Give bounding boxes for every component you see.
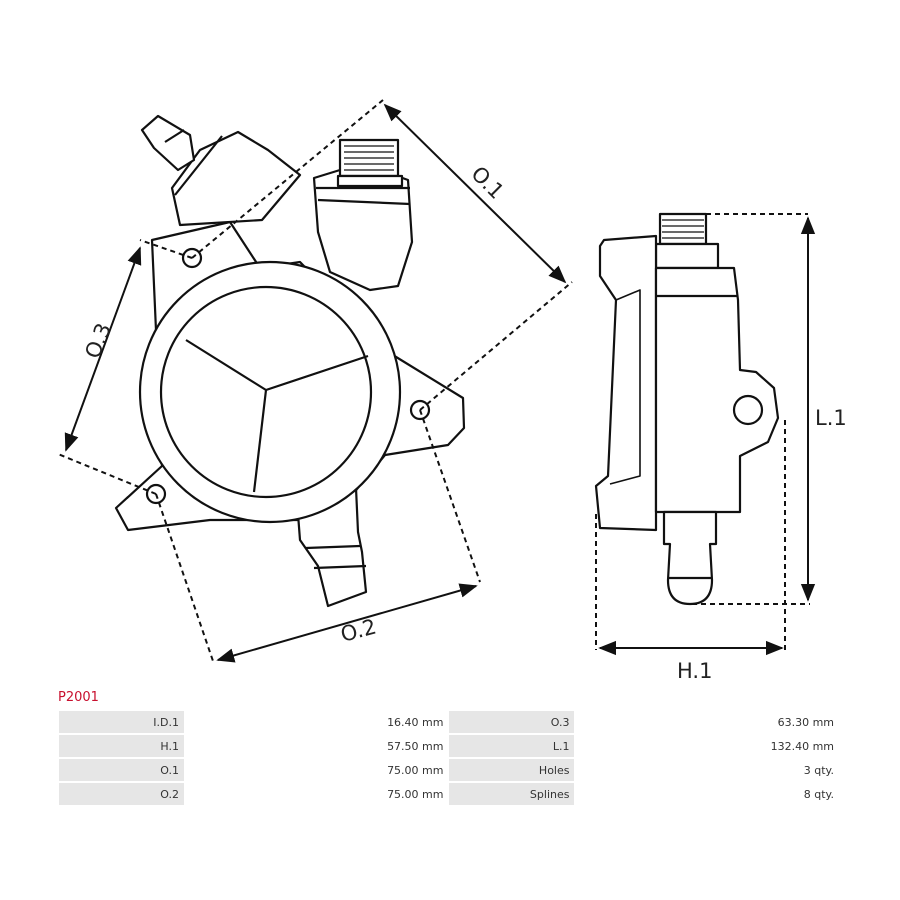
spec-label: H.1 xyxy=(58,733,185,759)
spec-value: 8 qty. xyxy=(574,781,840,807)
spec-value: 132.40 mm xyxy=(574,733,840,759)
upper-left-outlet xyxy=(170,130,302,227)
label-o2: O.2 xyxy=(338,614,379,646)
spec-value: 3 qty. xyxy=(574,757,840,783)
spec-value: 75.00 mm xyxy=(183,781,450,807)
front-dimensions xyxy=(57,99,573,665)
part-code: P2001 xyxy=(58,690,99,705)
spec-value: 63.30 mm xyxy=(574,710,840,735)
label-l1: L.1 xyxy=(815,406,847,430)
label-o1: O.1 xyxy=(466,162,508,204)
side-thread xyxy=(654,212,720,270)
spec-label: Splines xyxy=(448,781,576,807)
side-dimensions xyxy=(595,213,816,656)
spec-value: 16.40 mm xyxy=(183,710,450,735)
side-flange xyxy=(594,234,658,532)
side-lower-spigot xyxy=(662,510,718,606)
thread-top xyxy=(336,138,404,188)
vane-lines xyxy=(185,339,369,493)
spec-label: Holes xyxy=(448,757,576,783)
o3-dimension-line xyxy=(64,246,142,452)
spec-label: L.1 xyxy=(448,733,576,759)
spec-label: I.D.1 xyxy=(58,710,185,735)
spec-label: O.1 xyxy=(58,757,185,783)
o1-dimension-line xyxy=(383,103,567,284)
upper-left-nipple xyxy=(140,114,196,172)
side-view xyxy=(594,212,780,606)
spec-label: O.2 xyxy=(58,781,185,807)
spec-label: O.3 xyxy=(448,710,576,735)
side-mount-hole xyxy=(732,394,764,426)
technical-drawing: O.1 O.3 O.2 L.1 H.1 xyxy=(57,99,847,680)
side-body xyxy=(654,266,780,514)
o2-dimension-line xyxy=(216,583,478,663)
front-view xyxy=(114,114,466,608)
label-h1: H.1 xyxy=(677,659,712,680)
spec-value: 57.50 mm xyxy=(183,733,450,759)
spec-value: 75.00 mm xyxy=(183,757,450,783)
